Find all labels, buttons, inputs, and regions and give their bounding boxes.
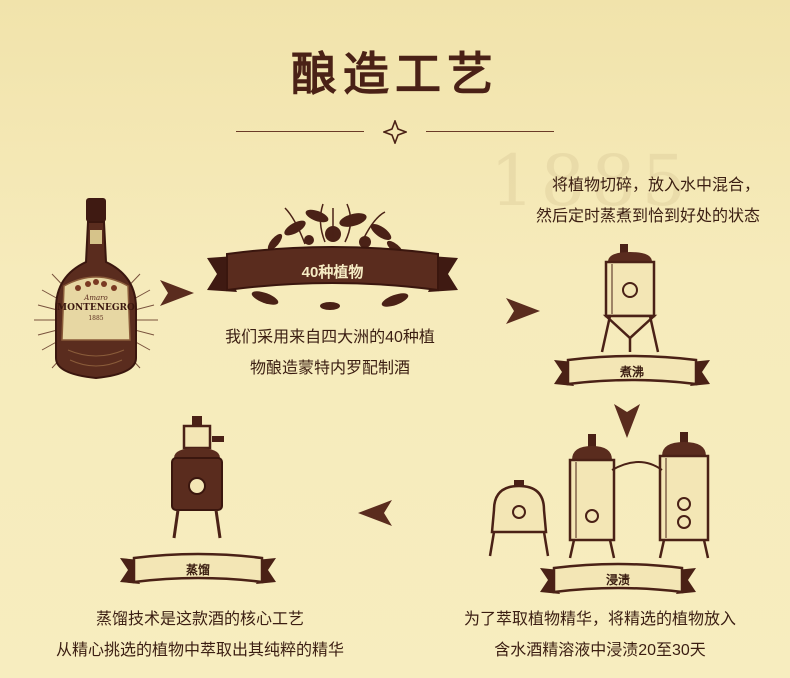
boiling-description-line-2: 然后定时蒸煮到恰到好处的状态 xyxy=(535,208,760,225)
arrow-right-icon xyxy=(506,298,540,329)
distilling-ribbon: 蒸馏 xyxy=(118,552,278,588)
watermark-year: 1885 xyxy=(490,140,693,222)
botanicals-description: 我们采用来自四大洲的40种植 物酿造蒙特内罗配制酒 xyxy=(180,322,480,384)
steeping-description-line-1: 为了萃取植物精华，将精选的植物放入 xyxy=(463,611,736,628)
botanicals-description-line-2: 物酿造蒙特内罗配制酒 xyxy=(249,360,410,377)
botanicals-illustration: 40种植物 xyxy=(205,198,460,318)
steeping-description: 为了萃取植物精华，将精选的植物放入 含水酒精溶液中浸渍20至30天 xyxy=(420,604,780,666)
montenegro-bottle-illustration: Amaro MONTENEGRO 1885 xyxy=(32,190,160,390)
boiling-description: 将植物切碎，放入水中混合， 然后定时蒸煮到恰到好处的状态 xyxy=(450,170,760,232)
divider-left xyxy=(236,131,364,132)
steeping-ribbon-label: 浸渍 xyxy=(605,573,630,587)
botanicals-ribbon-label: 40种植物 xyxy=(301,264,364,281)
boiling-description-line-1: 将植物切碎，放入水中混合， xyxy=(551,177,760,194)
divider-right xyxy=(426,131,554,132)
page-title: 酿造工艺 xyxy=(291,47,499,101)
bottle-label-year: 1885 xyxy=(88,315,104,322)
steeping-description-line-2: 含水酒精溶液中浸渍20至30天 xyxy=(494,642,706,659)
diamond-ornament-icon xyxy=(381,118,409,146)
boiling-tank-illustration xyxy=(590,240,670,360)
arrow-down-icon xyxy=(614,404,640,443)
boiling-ribbon-label: 煮沸 xyxy=(619,365,644,379)
distilling-still-illustration xyxy=(160,414,240,546)
botanicals-description-line-1: 我们采用来自四大洲的40种植 xyxy=(225,329,435,346)
distilling-description: 蒸馏技术是这款酒的核心工艺 从精心挑选的植物中萃取出其纯粹的精华 xyxy=(20,604,380,666)
bottle-label-script: Amaro xyxy=(84,294,108,302)
boiling-ribbon: 煮沸 xyxy=(552,354,712,390)
distilling-description-line-2: 从精心挑选的植物中萃取出其纯粹的精华 xyxy=(55,642,344,659)
arrow-right-icon xyxy=(160,280,194,311)
distilling-description-line-1: 蒸馏技术是这款酒的核心工艺 xyxy=(95,611,304,628)
bottle-label-brand: MONTENEGRO xyxy=(57,303,135,313)
distilling-ribbon-label: 蒸馏 xyxy=(185,563,210,577)
steeping-ribbon: 浸渍 xyxy=(538,562,698,598)
arrow-left-icon xyxy=(358,500,392,531)
steeping-vessels-illustration xyxy=(480,430,730,565)
